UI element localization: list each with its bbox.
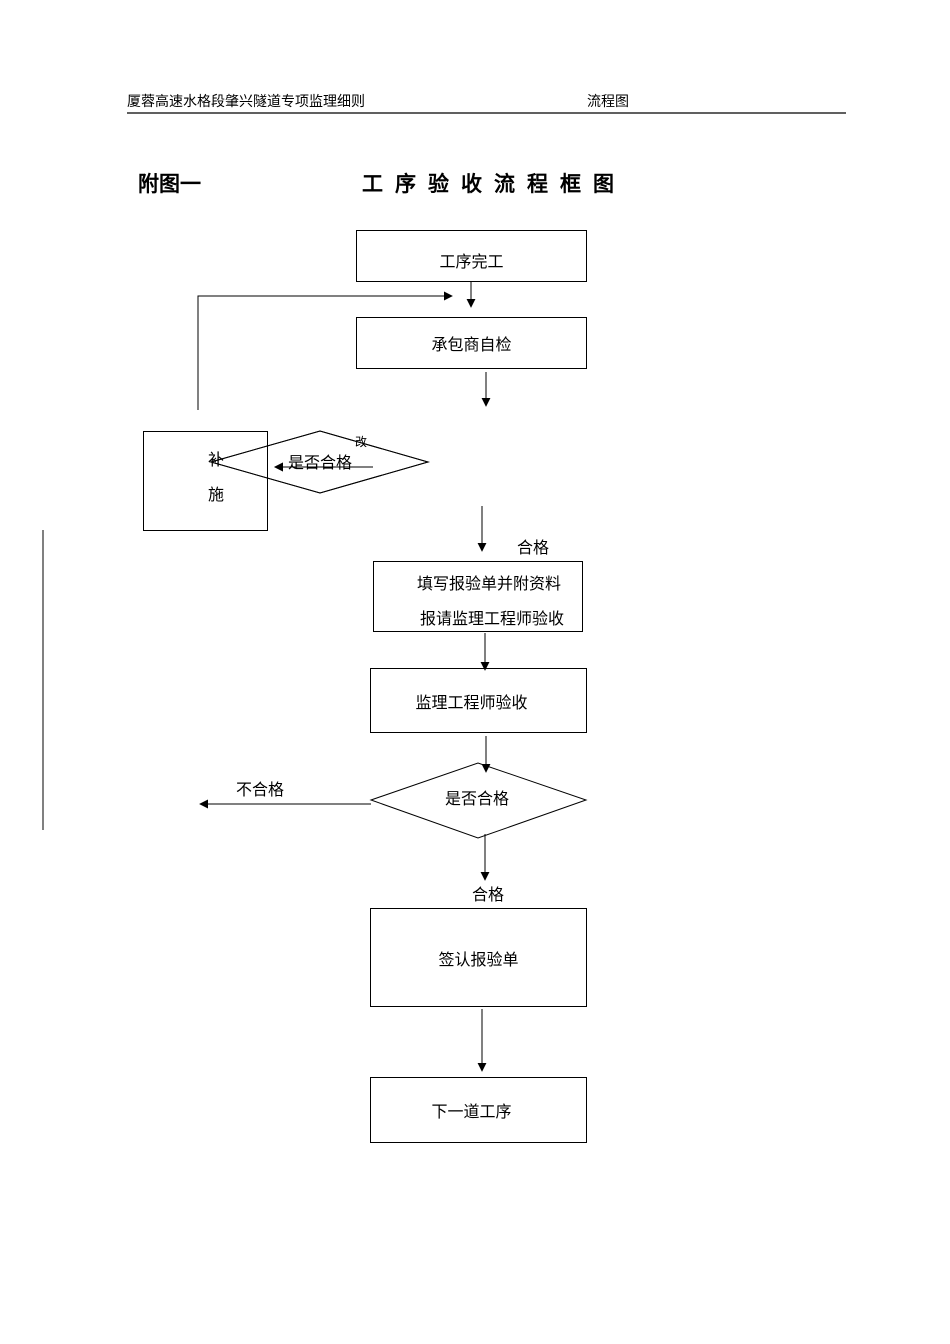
decision2-label: 是否合格	[445, 789, 510, 808]
step-contractor-self-check-label: 承包商自检	[431, 335, 512, 354]
step-next-process: 下一道工序	[370, 1077, 587, 1143]
step-submit-inspection	[373, 561, 583, 632]
header-document-title: 厦蓉高速水格段肇兴隧道专项监理细则	[127, 94, 365, 110]
remedy-label-line2: 施	[208, 485, 225, 504]
decision1-diamond-front	[209, 430, 430, 494]
step-sign-inspection-label: 签认报验单	[438, 949, 519, 969]
header-section-label: 流程图	[587, 94, 629, 110]
step-process-complete-label: 工序完工	[439, 252, 504, 271]
step-submit-inspection-line1: 填写报验单并附资料	[417, 574, 562, 593]
step-submit-inspection-line2: 报请监理工程师验收	[420, 609, 565, 628]
pass1-label: 合格	[517, 538, 550, 557]
step-contractor-self-check: 承包商自检	[356, 317, 587, 369]
step-next-process-label: 下一道工序	[431, 1102, 512, 1121]
figure-label: 附图一	[138, 172, 201, 196]
page-title: 工序验收流程框图	[362, 172, 626, 196]
step-engineer-inspection: 监理工程师验收	[370, 668, 587, 733]
loop-line	[197, 291, 453, 410]
decision1-label: 是否合格	[288, 453, 353, 472]
pass2-label: 合格	[472, 885, 505, 904]
decision2-diamond	[369, 762, 588, 839]
step-process-complete: 工序完工	[356, 230, 587, 282]
step-sign-inspection: 签认报验单	[370, 908, 587, 1007]
fail2-label: 不合格	[236, 780, 285, 799]
remedy-box	[143, 431, 268, 531]
step-engineer-inspection-label: 监理工程师验收	[415, 692, 528, 712]
remedy-label-line1: 补	[208, 450, 225, 469]
remedy-hidden-char: 改	[355, 435, 368, 449]
